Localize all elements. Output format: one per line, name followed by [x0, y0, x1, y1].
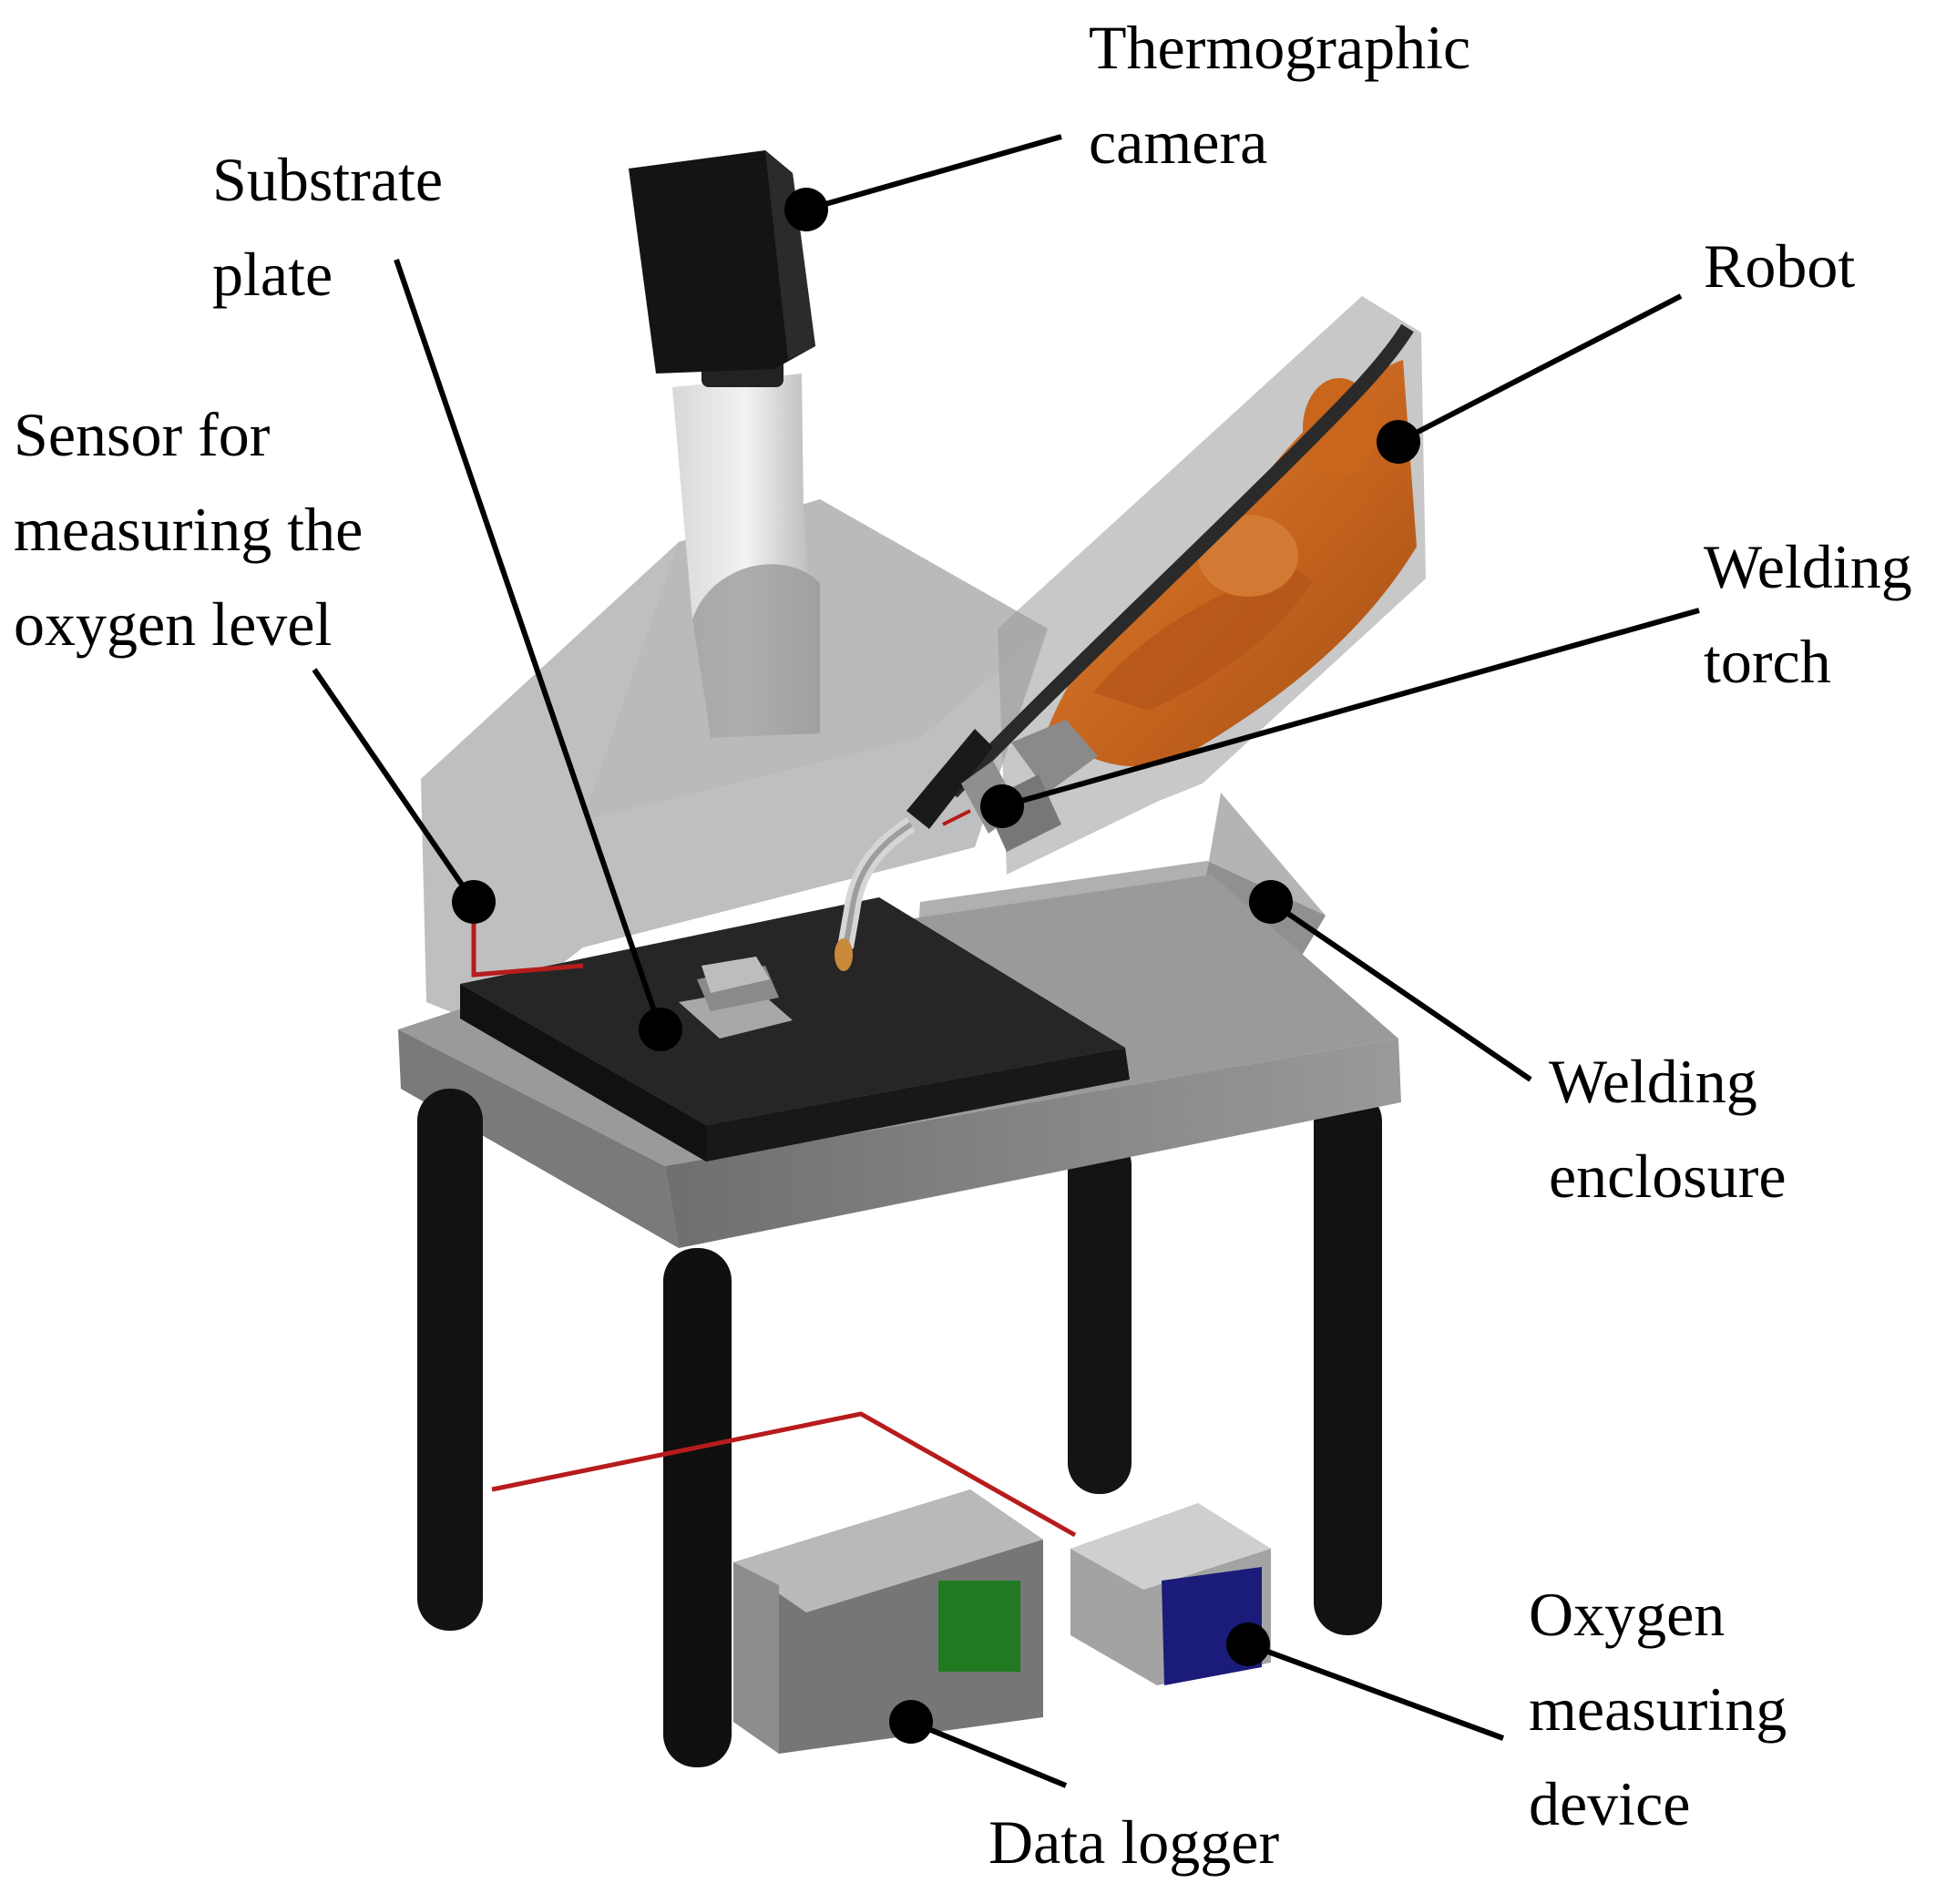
table-legs-back: [1068, 1089, 1382, 1635]
camera-dot: [784, 188, 828, 231]
label-line: Substrate: [212, 145, 444, 214]
enclosure-dot: [1249, 880, 1293, 924]
substrate-dot: [639, 1008, 682, 1051]
label-welding-torch: Welding torch: [1704, 519, 1912, 709]
logger-dot: [889, 1700, 933, 1744]
data-logger-shape: [733, 1489, 1043, 1754]
robot-shape: [947, 296, 1426, 875]
torch-dot: [980, 784, 1024, 828]
substrate-plate-shape: [679, 957, 793, 1039]
sensor-dot: [452, 880, 496, 924]
signal-wires: [471, 920, 1077, 1538]
oxygen-device-shape: [1070, 1503, 1271, 1685]
label-line: Welding: [1549, 1047, 1757, 1116]
label-line: Robot: [1704, 231, 1856, 301]
label-line: torch: [1704, 627, 1831, 696]
robot-dot: [1377, 420, 1420, 464]
table-legs-front: [417, 1089, 732, 1767]
base-plate-shape: [460, 897, 1130, 1162]
label-oxygen-device: Oxygen measuring device: [1529, 1567, 1787, 1851]
leader-dots: [452, 188, 1420, 1744]
label-line: measuring: [1529, 1674, 1787, 1744]
label-robot: Robot: [1704, 219, 1855, 313]
leader-lines: [312, 134, 1700, 1788]
label-line: oxygen level: [14, 589, 333, 659]
label-line: camera: [1089, 107, 1268, 177]
oxygen-dot: [1226, 1622, 1270, 1666]
label-line: Sensor for: [14, 400, 271, 469]
label-line: device: [1529, 1769, 1691, 1838]
label-data-logger: Data logger: [988, 1795, 1279, 1889]
label-substrate-plate: Substrate plate: [212, 132, 443, 322]
label-line: enclosure: [1549, 1141, 1787, 1211]
label-line: Welding: [1704, 532, 1912, 601]
label-line: plate: [212, 240, 333, 309]
label-line: Data logger: [988, 1807, 1280, 1877]
label-line: Oxygen: [1529, 1580, 1726, 1649]
label-sensor: Sensor for measuring the oxygen level: [14, 387, 363, 671]
label-line: measuring the: [14, 495, 364, 564]
label-thermographic-camera: Thermographic camera: [1089, 0, 1470, 189]
label-line: Thermographic: [1089, 13, 1471, 82]
thermographic-camera-shape: [629, 150, 820, 738]
label-welding-enclosure: Welding enclosure: [1549, 1034, 1787, 1223]
